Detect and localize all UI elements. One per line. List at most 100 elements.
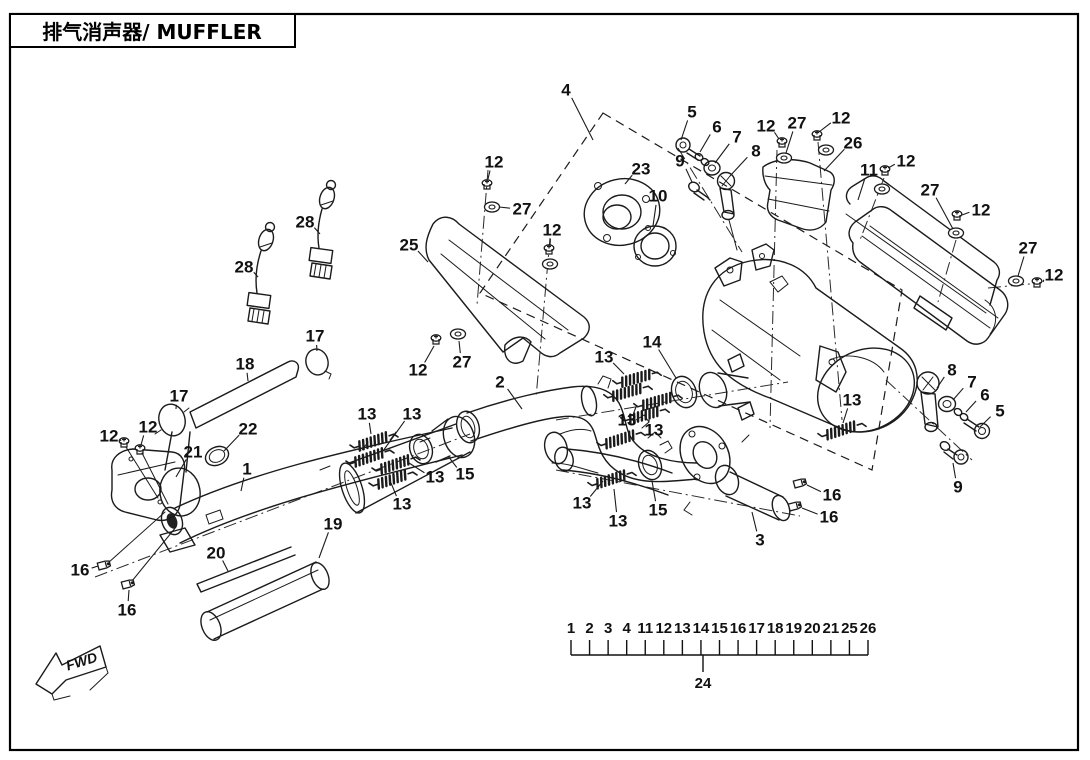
gasket-15-lower (637, 449, 663, 481)
spring-13 (587, 469, 637, 490)
part-callout-16: 16 (118, 601, 137, 620)
bolt-12 (543, 244, 555, 255)
hardware-right (916, 371, 991, 465)
part-callout-6: 6 (980, 386, 989, 405)
scale-tick-label: 26 (860, 620, 877, 637)
scale-tick-label: 14 (693, 620, 710, 637)
diagram-border (8, 12, 1080, 752)
bolt-12 (118, 437, 130, 448)
part-callout-7: 7 (732, 128, 741, 147)
scale-tick-label: 19 (785, 620, 802, 637)
washer-27 (541, 258, 559, 270)
washer-27 (1007, 275, 1025, 287)
scale-tick-label: 4 (623, 620, 632, 637)
scale-assembly-label: 24 (695, 675, 712, 692)
part-callout-13: 13 (403, 405, 422, 424)
bolt-12 (430, 334, 442, 345)
gasket-15-upper (408, 415, 476, 465)
heat-shield-26 (762, 158, 835, 231)
part-callout-7: 7 (967, 373, 976, 392)
bolt-12 (134, 444, 146, 455)
part-callout-9: 9 (953, 478, 962, 497)
part-callout-9: 9 (675, 152, 684, 171)
mid-pipe-2 (455, 375, 698, 483)
part-callout-12: 12 (543, 221, 562, 240)
part-callout-12: 12 (972, 201, 991, 220)
gasket-14 (670, 375, 698, 409)
part-callout-13: 13 (618, 411, 637, 430)
part-callout-13: 13 (573, 494, 592, 513)
fwd-label: FWD (64, 649, 99, 674)
part-callout-13: 13 (426, 468, 445, 487)
part-callout-18: 18 (236, 355, 255, 374)
muffler-cover-11 (845, 175, 1009, 345)
part-callout-6: 6 (712, 118, 721, 137)
part-callout-13: 13 (595, 348, 614, 367)
part-callout-12: 12 (757, 117, 776, 136)
washers-27 (449, 144, 1025, 340)
part-callout-3: 3 (755, 531, 764, 550)
part-callout-20: 20 (207, 544, 226, 563)
bolt-12 (776, 137, 788, 148)
ring-22 (204, 445, 230, 467)
scale-tick-label: 17 (748, 620, 765, 637)
part-callout-13: 13 (393, 495, 412, 514)
springs-13 (345, 368, 867, 490)
washer-27 (449, 328, 467, 340)
spring-13 (371, 453, 421, 475)
part-callout-4: 4 (561, 81, 571, 100)
oxygen-sensor-28-right (308, 179, 337, 280)
part-callout-15: 15 (649, 501, 668, 520)
part-callout-28: 28 (235, 258, 254, 277)
part-callout-13: 13 (645, 421, 664, 440)
part-callout-12: 12 (100, 427, 119, 446)
title-box (9, 13, 296, 48)
part-callout-10: 10 (649, 187, 668, 206)
flange-23 (583, 177, 661, 247)
flange-3 (679, 425, 731, 485)
scale-tick-label: 20 (804, 620, 821, 637)
spring-13 (817, 420, 867, 441)
muffler-body (698, 243, 918, 433)
washer-27 (873, 183, 891, 195)
part-callout-5: 5 (687, 103, 696, 122)
gasket-10 (633, 225, 677, 267)
part-callout-2: 2 (495, 373, 504, 392)
shield-19 (200, 561, 330, 642)
bolt-12 (811, 130, 823, 141)
front-pipe-1 (107, 427, 463, 582)
part-callout-12: 12 (139, 418, 158, 437)
part-callout-13: 13 (609, 512, 628, 531)
part-callout-16: 16 (820, 508, 839, 527)
scale-tick-label: 2 (585, 620, 593, 637)
part-callout-13: 13 (843, 391, 862, 410)
spring-13 (603, 382, 653, 403)
part-callout-22: 22 (239, 420, 258, 439)
scale-tick-label: 16 (730, 620, 747, 637)
part-callout-17: 17 (306, 327, 325, 346)
part-callout-15: 15 (456, 465, 475, 484)
bolt-16 (120, 579, 136, 590)
scale-tick-label: 12 (655, 620, 672, 637)
scale-tick-label: 1 (567, 620, 575, 637)
part-callout-23: 23 (632, 160, 651, 179)
part-callout-12: 12 (409, 361, 428, 380)
scale-tick-label: 13 (674, 620, 691, 637)
part-callout-12: 12 (1045, 266, 1064, 285)
fwd-arrow: FWD (35, 645, 109, 701)
washer-27 (775, 152, 793, 164)
part-callout-16: 16 (71, 561, 90, 580)
part-callout-17: 17 (170, 387, 189, 406)
part-callout-5: 5 (995, 402, 1004, 421)
scale-tick-label: 21 (823, 620, 840, 637)
hardware-top (675, 137, 738, 251)
spring-13 (612, 368, 662, 389)
part-callout-27: 27 (921, 181, 940, 200)
part-callout-12: 12 (832, 109, 851, 128)
part-callout-27: 27 (453, 353, 472, 372)
part-callout-27: 27 (1019, 239, 1038, 258)
part-callout-26: 26 (844, 134, 863, 153)
